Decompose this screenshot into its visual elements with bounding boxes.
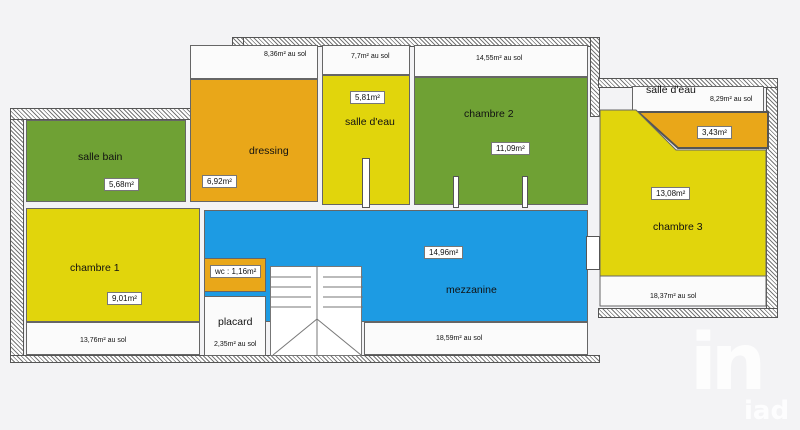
floor-chambre-1: 13,76m² au sol	[80, 337, 127, 344]
wall-bottom-right	[598, 308, 778, 318]
area-salle-bain: 5,68m²	[104, 178, 139, 191]
wall-right-top	[590, 37, 600, 117]
label-salle-bain: salle bain	[78, 151, 123, 163]
label-chambre-1: chambre 1	[70, 262, 120, 274]
label-wc: wc : 1,16m²	[210, 265, 262, 278]
partition-salle-eau-1	[362, 158, 370, 208]
floor-mezzanine: 18,59m² au sol	[436, 335, 483, 342]
label-chambre-3: chambre 3	[653, 221, 703, 233]
floor-chambre-3: 18,37m² au sol	[650, 293, 697, 300]
area-chambre-3: 13,08m²	[651, 187, 691, 200]
connector-right	[586, 236, 600, 270]
room-chambre-2-floor	[414, 45, 588, 77]
area-salle-eau-2: 3,43m²	[697, 126, 732, 139]
room-chambre-3	[599, 109, 767, 307]
label-chambre-2: chambre 2	[464, 108, 514, 120]
staircase	[270, 266, 363, 356]
wall-left	[10, 108, 24, 360]
room-placard	[204, 296, 266, 356]
label-placard: placard	[218, 316, 253, 328]
room-mezzanine-floor	[364, 322, 588, 355]
room-mezzanine	[204, 210, 588, 322]
area-mezzanine: 14,96m²	[424, 246, 464, 259]
area-chambre-2: 11,09m²	[491, 142, 530, 155]
floor-dressing: 8,36m² au sol	[264, 51, 307, 58]
area-chambre-1: 9,01m²	[107, 292, 142, 305]
partition-chambre-2-b	[522, 176, 528, 208]
room-dressing-floor	[190, 45, 318, 79]
floor-placard: 2,35m² au sol	[214, 341, 257, 348]
room-chambre-1-floor	[26, 322, 200, 355]
room-salle-eau-1-floor	[322, 45, 410, 75]
label-salle-eau-1: salle d'eau	[345, 116, 395, 128]
area-salle-eau-1: 5,81m²	[350, 91, 385, 104]
label-dressing: dressing	[249, 145, 289, 157]
floor-salle-eau-2: 8,29m² au sol	[710, 96, 753, 103]
label-mezzanine: mezzanine	[446, 284, 497, 296]
partition-chambre-2-a	[453, 176, 459, 208]
label-salle-eau-2: salle d'eau	[646, 84, 696, 96]
floor-salle-eau-1: 7,7m² au sol	[351, 53, 390, 60]
area-dressing: 6,92m²	[202, 175, 237, 188]
logo-iad: iad	[744, 396, 790, 426]
logo-in-mark: in	[690, 318, 766, 408]
floor-chambre-2: 14,55m² au sol	[476, 55, 523, 62]
room-chambre-2	[414, 77, 588, 205]
staircase-steps	[271, 267, 363, 356]
